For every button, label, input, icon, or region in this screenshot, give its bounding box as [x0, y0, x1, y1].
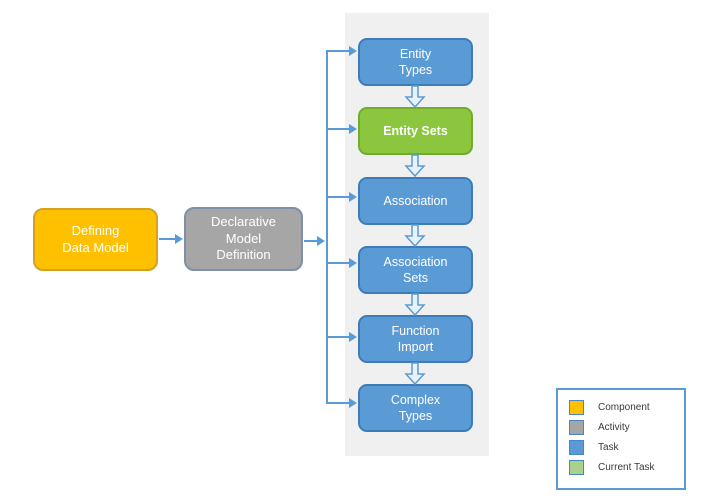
branch-entity-sets-line [326, 128, 350, 130]
down-block-arrow-icon [404, 154, 426, 177]
legend-label: Task [598, 441, 619, 453]
node-declarative-model-definition: Declarative Model Definition [184, 207, 303, 271]
branch-entity-types-arrowhead-icon [349, 46, 357, 56]
legend-swatch-0 [569, 399, 584, 415]
legend-label: Activity [598, 421, 630, 433]
connector-activity-trunk-line [304, 240, 318, 242]
branch-association-sets-line [326, 262, 350, 264]
legend: Component Activity Task Current Task [556, 388, 686, 490]
branch-association-sets-arrowhead-icon [349, 258, 357, 268]
down-block-arrow-icon [404, 224, 426, 247]
legend-swatch-3 [569, 459, 584, 475]
legend-swatch-1 [569, 419, 584, 435]
connector-activity-trunk-arrowhead-icon [317, 236, 325, 246]
node-function-import: Function Import [358, 315, 473, 363]
node-entity-sets-current-task: Entity Sets [358, 107, 473, 155]
legend-row-component: Component [558, 397, 684, 417]
down-block-arrow-icon [404, 362, 426, 385]
connector-trunk-line [326, 50, 328, 404]
legend-row-task: Task [558, 437, 684, 457]
connector-component-activity-arrowhead-icon [175, 234, 183, 244]
node-defining-data-model: Defining Data Model [33, 208, 158, 271]
legend-swatch-2 [569, 439, 584, 455]
branch-entity-sets-arrowhead-icon [349, 124, 357, 134]
down-block-arrow-icon [404, 85, 426, 108]
branch-function-import-arrowhead-icon [349, 332, 357, 342]
branch-function-import-line [326, 336, 350, 338]
node-association: Association [358, 177, 473, 225]
legend-row-activity: Activity [558, 417, 684, 437]
node-association-sets: Association Sets [358, 246, 473, 294]
branch-association-arrowhead-icon [349, 192, 357, 202]
branch-complex-types-arrowhead-icon [349, 398, 357, 408]
down-block-arrow-icon [404, 293, 426, 316]
branch-entity-types-line [326, 50, 350, 52]
branch-complex-types-line [326, 402, 350, 404]
legend-row-current-task: Current Task [558, 457, 684, 477]
branch-association-line [326, 196, 350, 198]
node-entity-types: Entity Types [358, 38, 473, 86]
legend-label: Component [598, 401, 650, 413]
node-complex-types: Complex Types [358, 384, 473, 432]
connector-component-activity-line [159, 238, 176, 240]
legend-label: Current Task [598, 461, 655, 473]
